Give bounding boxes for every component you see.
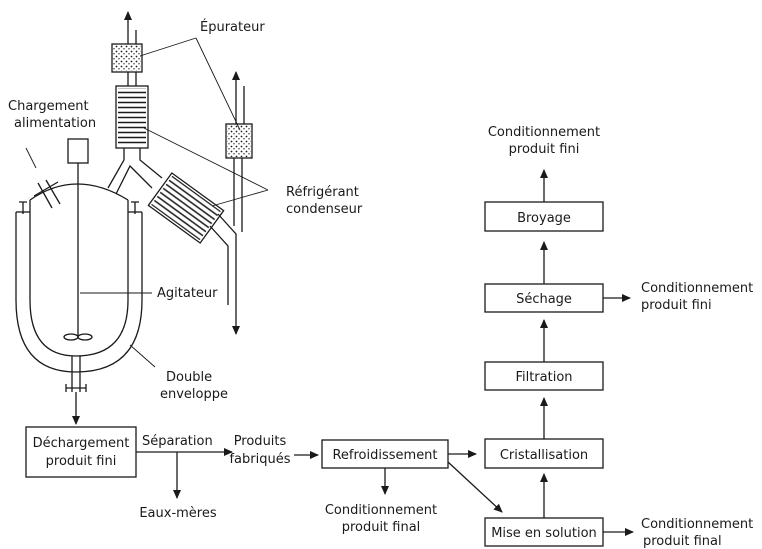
box-sechage-label: Séchage: [516, 292, 572, 307]
arrow-to-mise-en-solution: [447, 461, 503, 513]
box-mise-en-solution: [484, 517, 604, 547]
agitator: [63, 138, 152, 341]
inclined-condenser: [147, 172, 225, 244]
charging-pipe: [25, 147, 61, 209]
label-cond-top-line2: produit fini: [509, 142, 580, 157]
vent-column: [225, 71, 253, 232]
label-produits-line2: fabriqués: [229, 452, 290, 467]
condenser-outlet-2: [217, 213, 237, 305]
label-double-line2: enveloppe: [160, 387, 228, 402]
box-refroidissement: [321, 439, 449, 469]
label-refrigerant-line2: condenseur: [286, 202, 363, 217]
box-dechargement-line1: Déchargement: [33, 436, 130, 451]
condenser-outlet: [209, 225, 229, 305]
label-separation: Séparation: [142, 434, 213, 449]
box-broyage: [484, 201, 604, 232]
label-cond-sech-line2: produit fini: [641, 298, 712, 313]
label-produits-line1: Produits: [234, 434, 287, 449]
reactor-vessel: [15, 183, 143, 392]
label-chargement-line2: alimentation: [14, 116, 96, 131]
box-cristallisation-label: Cristallisation: [500, 448, 588, 463]
label-cond-final-line2: produit final: [342, 520, 421, 535]
box-refroidissement-label: Refroidissement: [332, 448, 437, 463]
leader-lines: [129, 37, 269, 368]
box-cristallisation: [484, 438, 604, 469]
label-cond-final-line1: Conditionnement: [325, 503, 437, 518]
label-cond-mise-line2: produit final: [643, 534, 722, 549]
label-epurateur: Épurateur: [200, 19, 265, 35]
box-filtration: [484, 361, 604, 391]
box-mise-en-solution-label: Mise en solution: [491, 526, 597, 541]
label-cond-sech-line1: Conditionnement: [641, 281, 753, 296]
box-dechargement-line2: produit fini: [46, 454, 117, 469]
label-chargement-line1: Chargement: [8, 99, 89, 114]
vapor-column: [107, 11, 163, 195]
box-dechargement: [25, 426, 137, 478]
label-eaux-meres: Eaux-mères: [139, 506, 217, 521]
label-cond-top-line1: Conditionnement: [488, 125, 600, 140]
label-agitateur: Agitateur: [157, 286, 218, 301]
box-broyage-label: Broyage: [517, 211, 571, 226]
label-cond-mise-line1: Conditionnement: [641, 517, 753, 532]
label-double-line1: Double: [166, 370, 212, 385]
label-refrigerant-line1: Réfrigérant: [286, 185, 359, 200]
box-filtration-label: Filtration: [515, 370, 572, 385]
